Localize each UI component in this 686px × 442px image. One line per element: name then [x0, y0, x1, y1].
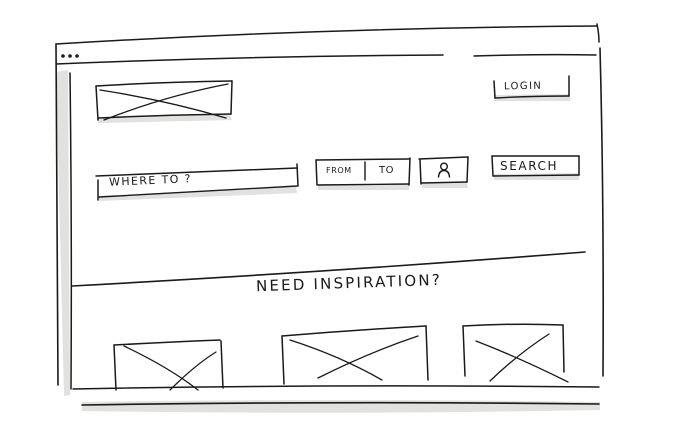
to-date-label: TO [379, 165, 394, 176]
guests-shape [418, 156, 469, 188]
inspiration-image-shape-1 [113, 339, 224, 391]
inspiration-card-1[interactable] [114, 340, 224, 390]
search-label: SEARCH [500, 159, 559, 173]
logo-image [96, 81, 233, 121]
date-range-picker: FROM TO [316, 158, 410, 186]
inspiration-image-shape-2 [281, 325, 429, 385]
date-range-shape [315, 157, 411, 190]
inspiration-card-3[interactable] [463, 323, 565, 377]
to-date-field[interactable]: TO [365, 158, 410, 186]
logo-placeholder [95, 80, 233, 123]
destination-placeholder: WHERE TO ? [108, 172, 193, 189]
login-button[interactable]: LOGIN [494, 76, 570, 99]
inspiration-image-shape-3 [462, 323, 569, 383]
guests-selector[interactable] [420, 157, 468, 184]
from-date-field[interactable]: FROM [316, 158, 364, 186]
window-shadow-bottom [82, 400, 600, 413]
destination-input-shape [95, 163, 299, 201]
window-shadow [56, 70, 70, 396]
hero-divider [71, 251, 586, 287]
person-icon [437, 162, 451, 178]
destination-input[interactable]: WHERE TO ? [97, 166, 298, 200]
from-date-label: FROM [326, 166, 352, 175]
search-button-shape [491, 155, 580, 180]
window-dots [61, 54, 79, 58]
browser-window [55, 23, 604, 406]
search-button[interactable]: SEARCH [492, 156, 580, 177]
login-button-shape [493, 75, 570, 101]
inspiration-card-2[interactable] [282, 326, 428, 384]
login-label: LOGIN [503, 80, 543, 93]
